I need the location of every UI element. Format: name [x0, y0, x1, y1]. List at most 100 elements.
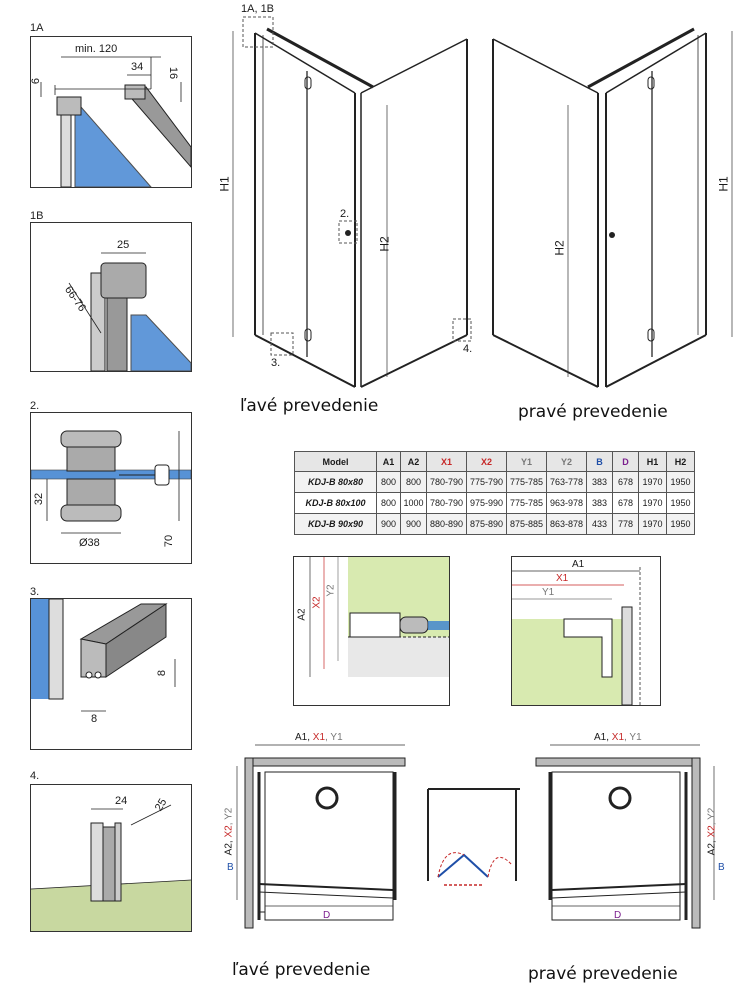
plan-right-b: B: [718, 862, 725, 873]
table-cell: 963-978: [546, 492, 587, 514]
table-cell: 1970: [638, 492, 667, 514]
plan-right-y2: , Y2: [706, 807, 718, 826]
detail-1a-box: min. 120 34 16 6: [30, 36, 192, 188]
section-b-box: A1 X1 Y1: [511, 556, 661, 706]
header-cell: X2: [466, 451, 507, 472]
plan-left-a2: A2,: [223, 837, 235, 856]
table-cell: 678: [612, 492, 639, 514]
table-cell: 1950: [666, 492, 695, 514]
right-h2-label: H2: [552, 240, 567, 256]
table-cell: 780-790: [426, 492, 467, 514]
plan-right-a1: A1,: [594, 732, 612, 743]
detail-2-label: 2.: [30, 400, 40, 412]
callout-1a-1b: 1A, 1B: [241, 3, 275, 15]
right-3d-drawing: [492, 27, 733, 388]
detail-1b-box: 25 66-76: [30, 222, 192, 372]
door-swing-diagram: [424, 785, 524, 897]
detail-3-drawing: [31, 599, 176, 712]
dimensions-table: Model A1 A2 X1 X2 Y1 Y2 B D H1 H2 KDJ-B …: [294, 451, 695, 535]
plan-left-y1: , Y1: [325, 732, 343, 743]
table-cell: 800: [376, 492, 401, 514]
plan-right-x2: X2: [706, 825, 718, 838]
dim-38: Ø38: [79, 537, 100, 549]
door-swing-drawing: [427, 788, 520, 886]
detail-4-drawing: [31, 804, 191, 931]
table-cell: 800: [376, 471, 401, 493]
plan-right-x1: X1: [611, 732, 625, 743]
plan-left-x1: X1: [312, 732, 326, 743]
right-plan-caption: pravé prevedenie: [528, 964, 678, 984]
detail-1a-drawing: [40, 56, 191, 187]
table-cell: 1970: [638, 471, 667, 493]
header-cell: A2: [400, 451, 427, 472]
left-3d-view: 1A, 1B 2. 3. 4. H1 H2: [215, 3, 475, 390]
table-cell: 780-790: [426, 471, 467, 493]
callout-4: 4.: [463, 343, 473, 355]
left-h1-label: H1: [217, 176, 232, 192]
header-cell: Y2: [546, 451, 587, 472]
detail-1a-label: 1A: [30, 22, 44, 34]
table-cell: 678: [612, 471, 639, 493]
left-h2-label: H2: [377, 236, 392, 252]
callout-2: 2.: [340, 208, 350, 220]
dim-34: 34: [131, 61, 144, 73]
header-cell: H1: [638, 451, 667, 472]
section-a-box: A2 X2 Y2: [293, 556, 450, 706]
table-cell: 863-878: [546, 513, 587, 535]
right-plan-drawing: [535, 744, 715, 929]
left-plan-caption: ľavé prevedenie: [232, 960, 371, 980]
plan-right-y1: , Y1: [624, 732, 642, 743]
header-cell: H2: [666, 451, 695, 472]
section-b-drawing: [512, 567, 641, 705]
right-3d-caption: pravé prevedenie: [518, 402, 668, 422]
table-cell: KDJ-B 80x100: [294, 492, 377, 514]
table-cell: 1950: [666, 471, 695, 493]
header-cell: X1: [426, 451, 467, 472]
dim-24: 24: [115, 795, 128, 807]
table-cell: 775-790: [466, 471, 507, 493]
plan-right-a2: A2,: [706, 837, 718, 856]
table-cell: KDJ-B 90x90: [294, 513, 377, 535]
plan-left-dim-a1: A1, X1, Y1: [295, 732, 343, 743]
right-h1-label: H1: [716, 176, 731, 192]
header-cell: Y1: [506, 451, 547, 472]
detail-3-label: 3.: [30, 586, 40, 598]
left-3d-drawing: [232, 16, 472, 388]
right-3d-view: H2 H1: [488, 5, 748, 390]
dim-70: 70: [163, 534, 176, 548]
dim-8-width: 8: [91, 713, 98, 725]
table-cell: 800: [400, 471, 427, 493]
plan-left-dim-a2: A2, X2, Y2: [223, 808, 234, 856]
table-cell: 880-890: [426, 513, 467, 535]
section-b-a1: A1: [572, 559, 585, 570]
header-cell: A1: [376, 451, 401, 472]
plan-left-b: B: [227, 862, 234, 873]
table-cell: 433: [586, 513, 613, 535]
dim-6: 6: [30, 77, 43, 85]
detail-4-label: 4.: [30, 770, 40, 782]
callout-3: 3.: [271, 357, 281, 369]
plan-right-d: D: [614, 910, 622, 921]
detail-1b-label: 1B: [30, 210, 44, 222]
left-plan-drawing: [236, 744, 406, 929]
dim-16: 16: [167, 66, 180, 80]
plan-right-dim-a2: A2, X2, Y2: [706, 808, 717, 856]
header-cell: D: [612, 451, 639, 472]
section-a-a2: A2: [296, 608, 308, 621]
dim-25: 25: [117, 239, 130, 251]
header-cell: B: [586, 451, 613, 472]
plan-left-d: D: [323, 910, 331, 921]
table-cell: KDJ-B 80x80: [294, 471, 377, 493]
table-cell: 875-890: [466, 513, 507, 535]
table-cell: 778: [612, 513, 639, 535]
table-cell: 383: [586, 471, 613, 493]
plan-left-y2: , Y2: [223, 807, 235, 826]
dim-min-120: min. 120: [75, 43, 118, 55]
table-cell: 900: [400, 513, 427, 535]
header-cell: Model: [294, 451, 377, 472]
plan-left-a1: A1,: [295, 732, 313, 743]
table-cell: 900: [376, 513, 401, 535]
section-b-y1: Y1: [542, 587, 555, 598]
dim-8-height: 8: [156, 669, 169, 677]
table-cell: 1970: [638, 513, 667, 535]
